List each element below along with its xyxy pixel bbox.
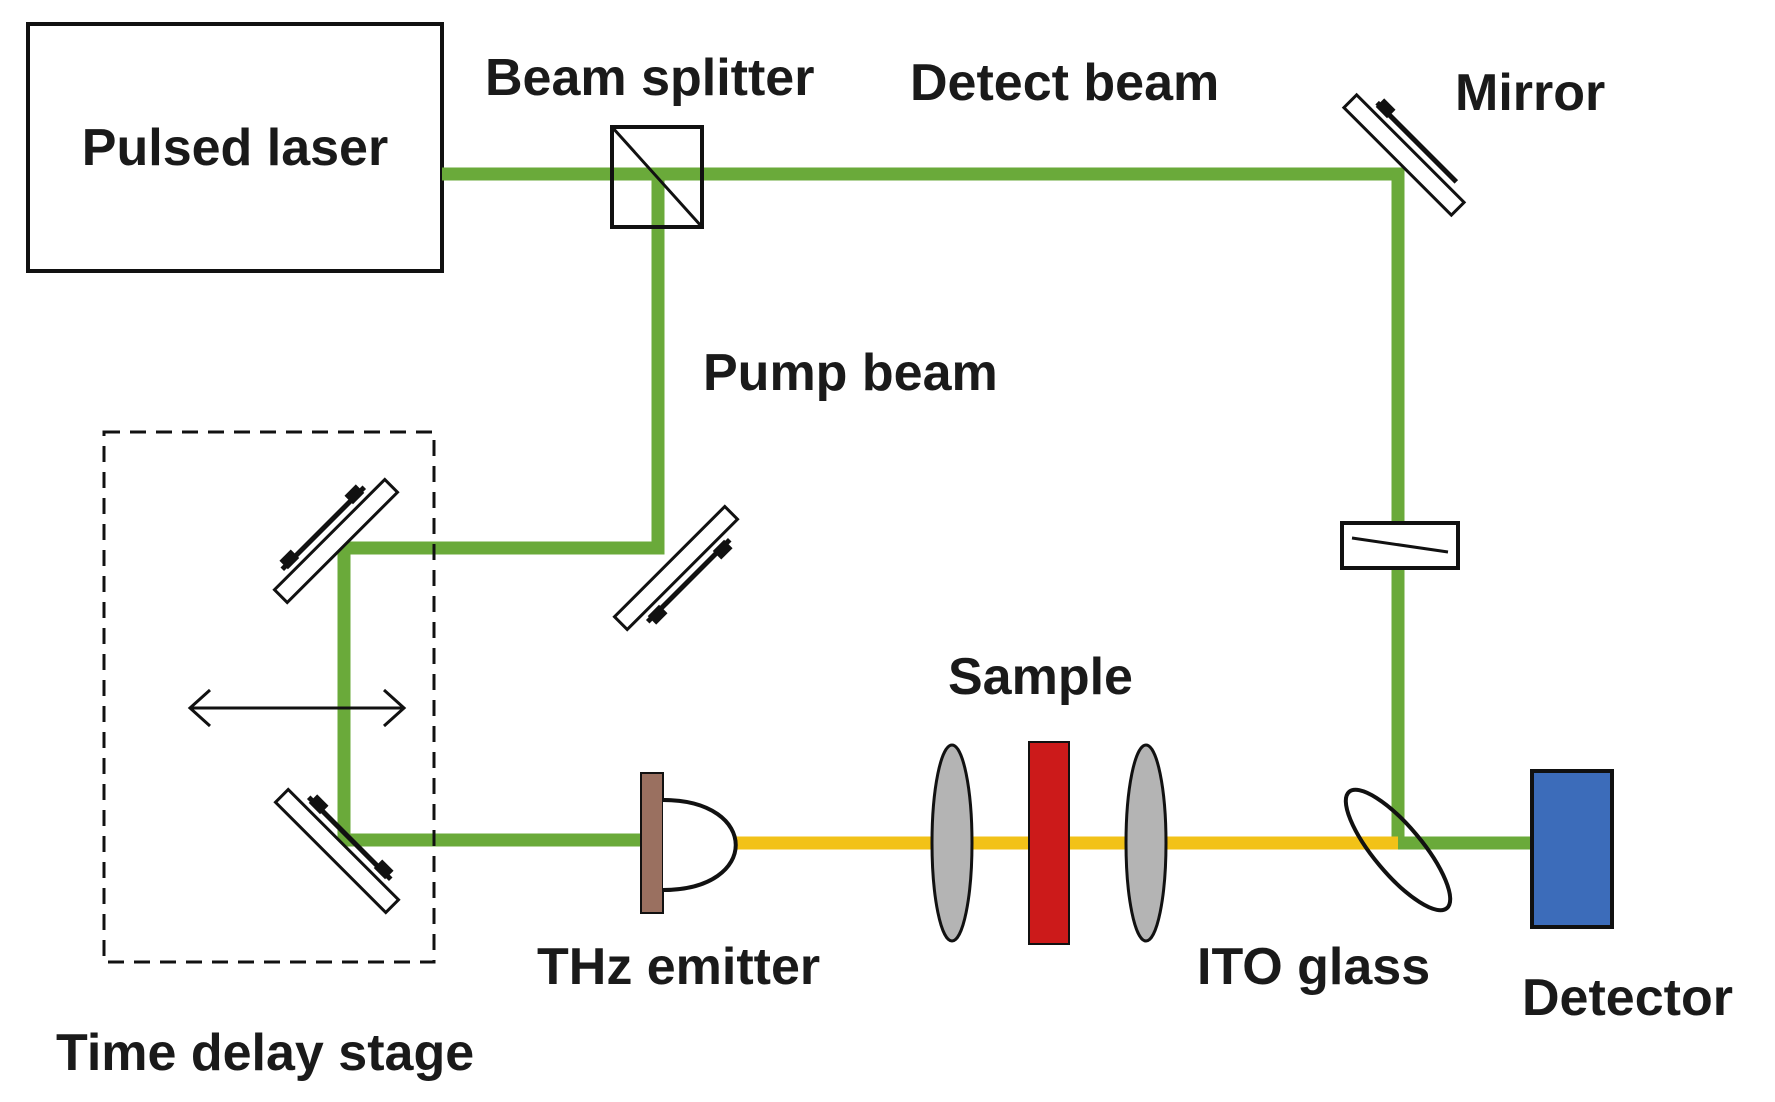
lens-left [930, 743, 974, 943]
beam-splitter-label: Beam splitter [485, 49, 814, 107]
pump-beam-label: Pump beam [703, 344, 998, 402]
mirror-delay-upper [272, 477, 400, 605]
thz-emitter [640, 772, 738, 914]
detect-beam-path [442, 167, 1530, 850]
mirror-delay-lower [273, 787, 401, 915]
time-delay-stage-box [102, 430, 436, 964]
mirror-top-right [1341, 92, 1467, 218]
pulsed-laser-box [26, 22, 444, 273]
lens-right [1124, 743, 1168, 943]
polarizer [1340, 521, 1460, 570]
sample-block [1028, 741, 1070, 945]
mirror-pump [612, 504, 740, 632]
pump-beam-path [337, 174, 665, 847]
sample-label: Sample [948, 648, 1133, 706]
detector-label: Detector [1522, 969, 1733, 1027]
laser-beam-paths [337, 167, 1530, 850]
pulsed-laser-label: Pulsed laser [82, 119, 388, 177]
thz-emitter-label: THz emitter [537, 938, 820, 996]
beam-splitter [610, 125, 704, 229]
detector-block [1530, 769, 1614, 929]
mirror-label: Mirror [1455, 64, 1605, 122]
detect-beam-label: Detect beam [910, 54, 1219, 112]
ito-glass-label: ITO glass [1197, 938, 1430, 996]
double-arrow-icon [187, 688, 407, 728]
time-delay-stage-label: Time delay stage [56, 1024, 474, 1082]
ito-glass [1343, 787, 1453, 913]
